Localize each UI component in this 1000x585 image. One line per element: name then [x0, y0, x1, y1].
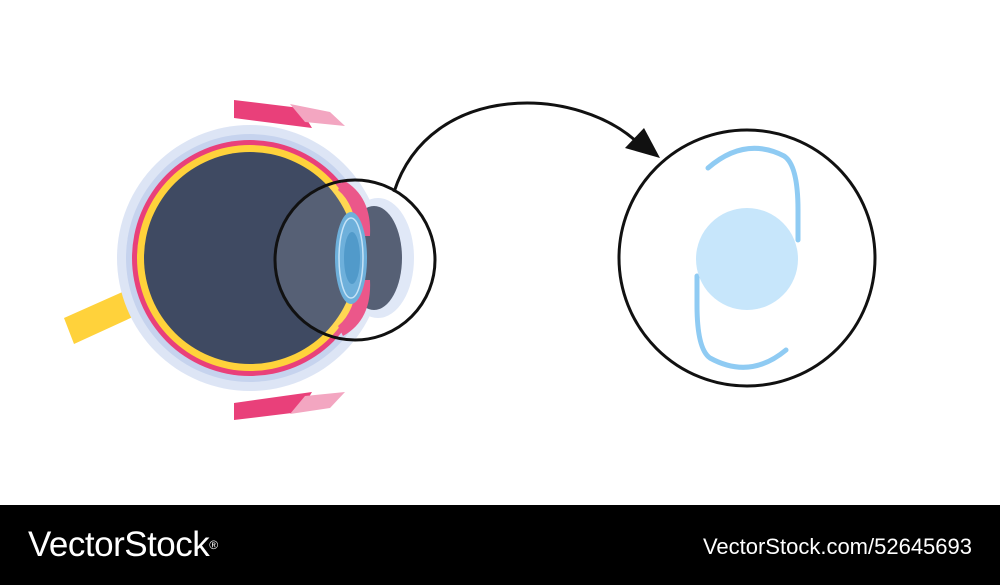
- vitreous-body: [144, 152, 356, 364]
- upper-eye-muscle: [234, 100, 312, 128]
- implant-haptic-top: [705, 145, 801, 243]
- footer-bar: VectorStock® VectorStock.com/52645693: [0, 505, 1000, 585]
- iris-lower: [338, 280, 371, 336]
- brand-logo: VectorStock®: [28, 523, 218, 567]
- curved-arrow: [392, 101, 660, 193]
- registered-mark: ®: [209, 538, 218, 552]
- magnifier-circle: [273, 178, 437, 342]
- implant-optic: [696, 208, 798, 310]
- iris-upper: [338, 180, 371, 236]
- image-id: VectorStock.com/52645693: [702, 534, 972, 559]
- lower-eye-muscle: [234, 392, 312, 420]
- implant-haptic-bottom: [694, 273, 789, 370]
- intraocular-lens-implant: [617, 128, 877, 388]
- eye-lens-diagram: [64, 100, 877, 420]
- eye-muscles: [234, 100, 345, 420]
- eyeball: [117, 125, 414, 391]
- brand-name: VectorStock: [28, 525, 210, 564]
